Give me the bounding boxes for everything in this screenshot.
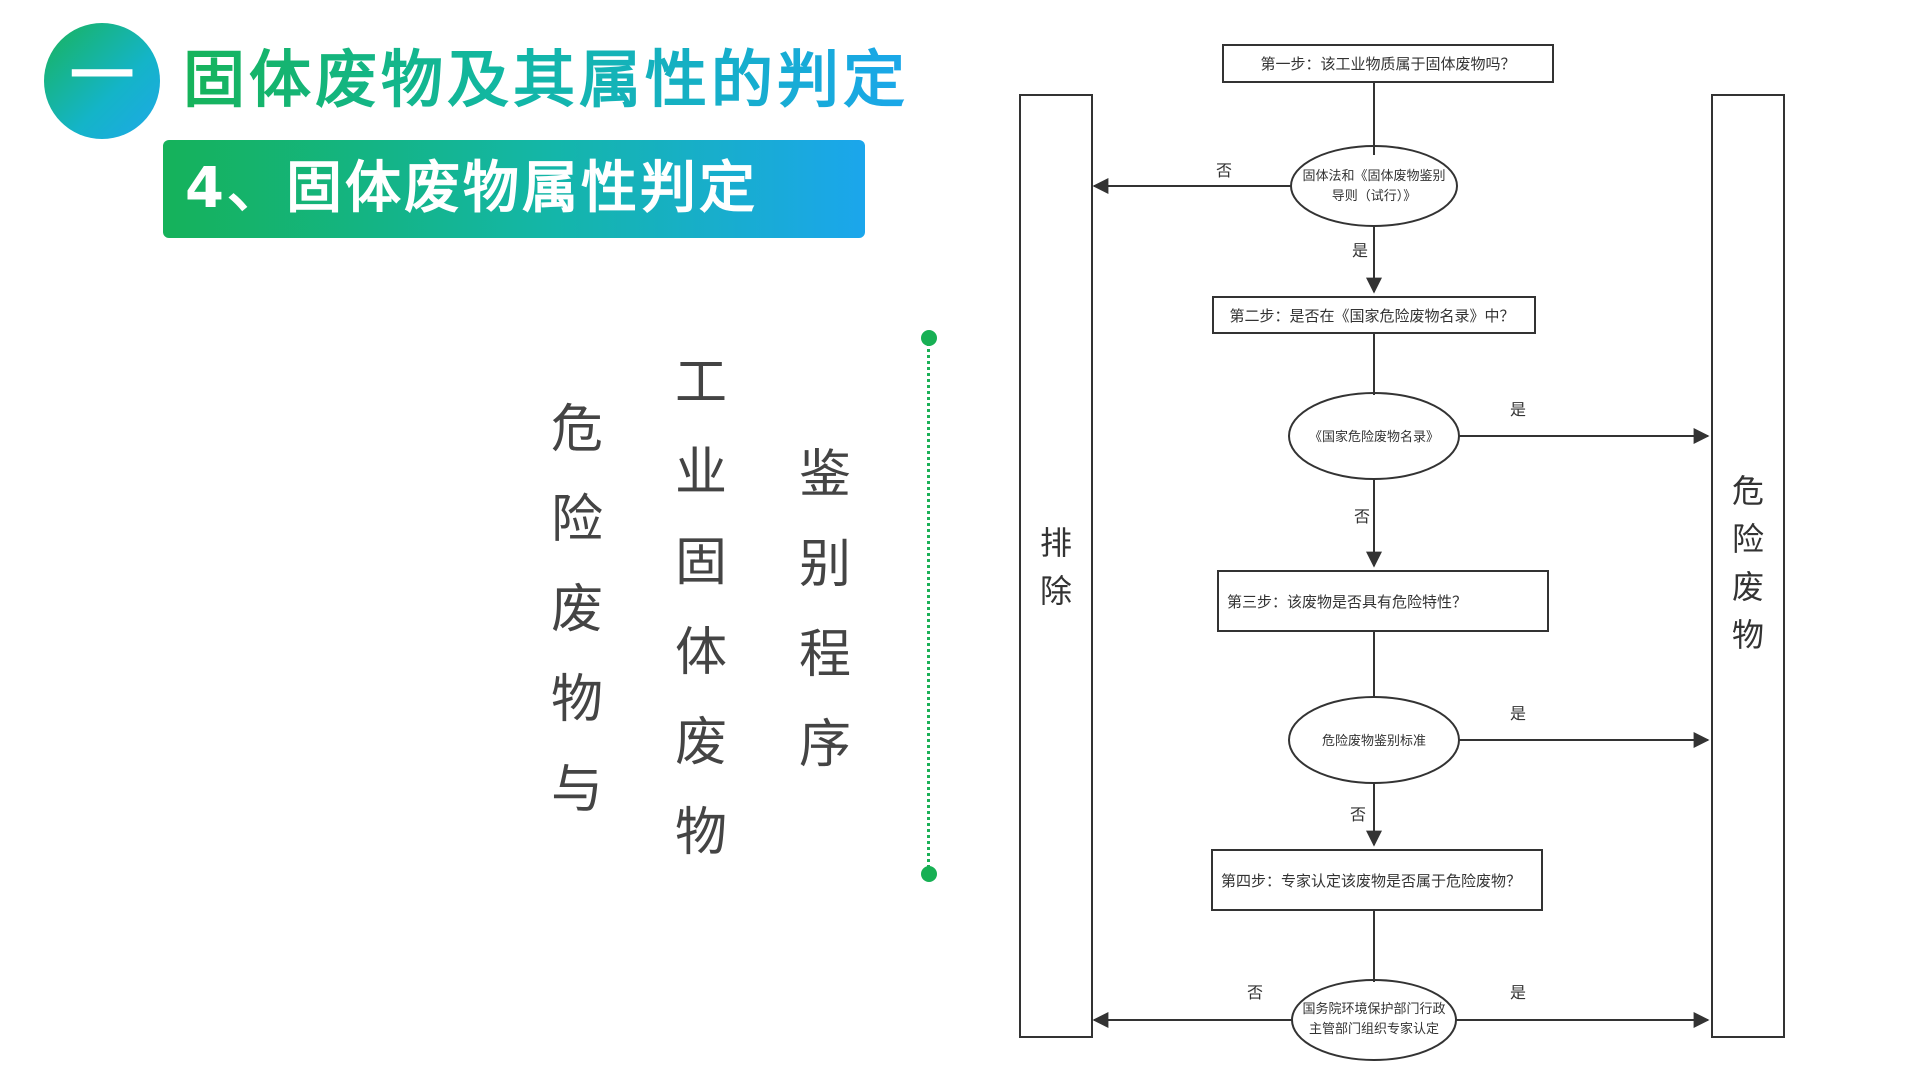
label-yes: 是 xyxy=(1352,241,1368,260)
subtitle-banner: 4、固体废物属性判定 xyxy=(163,140,865,238)
ellipse2-text: 《国家危险废物名录》 xyxy=(1309,429,1439,445)
vertical-char: 与 xyxy=(550,760,603,820)
label-no: 否 xyxy=(1247,983,1263,1002)
vertical-char: 物 xyxy=(674,803,727,863)
ellipse1-line1: 固体法和《固体废物鉴别 xyxy=(1302,168,1445,184)
vertical-char: 废 xyxy=(674,713,727,773)
subtitle-label: 4、固体废物属性判定 xyxy=(185,156,758,221)
label-yes: 是 xyxy=(1510,704,1526,723)
vertical-text-column-1: 危 险 废 物 与 xyxy=(542,385,612,835)
ellipse-1 xyxy=(1290,145,1458,227)
vertical-char: 工 xyxy=(674,353,727,413)
exclude-char: 除 xyxy=(1040,572,1072,610)
vertical-text-column-3: 鉴 别 程 序 xyxy=(790,430,860,790)
vertical-char: 固 xyxy=(674,533,727,593)
vertical-char: 废 xyxy=(550,580,603,640)
hazardous-char: 险 xyxy=(1732,520,1764,558)
label-no: 否 xyxy=(1354,507,1370,526)
label-no: 否 xyxy=(1216,161,1232,180)
step1-text: 第一步：该工业物质属于固体废物吗？ xyxy=(1260,55,1515,73)
ellipse1-line2: 导则（试行）》 xyxy=(1332,189,1417,204)
step4-text: 第四步：专家认定该废物是否属于危险废物？ xyxy=(1221,872,1521,890)
step3-box xyxy=(1217,570,1549,632)
vertical-char: 体 xyxy=(674,623,727,683)
ellipse4-line2: 主管部门组织专家认定 xyxy=(1309,1021,1439,1037)
vertical-char: 险 xyxy=(550,490,603,550)
exclude-char: 排 xyxy=(1040,524,1072,562)
divider-dot-top xyxy=(921,330,937,346)
hazardous-char: 危 xyxy=(1732,472,1764,510)
flowchart: 第一步：该工业物质属于固体废物吗？ 固体法和《固体废物鉴别 导则（试行）》 第二… xyxy=(1019,44,1785,1061)
step2-text: 第二步：是否在《国家危险废物名录》中？ xyxy=(1229,307,1514,325)
ellipse4-line1: 国务院环境保护部门行政 xyxy=(1302,1001,1445,1017)
dotted-divider xyxy=(927,338,930,874)
hazardous-char: 物 xyxy=(1732,616,1764,654)
section-number: 一 xyxy=(70,40,134,114)
section-number-badge: 一 xyxy=(44,23,160,139)
vertical-char: 业 xyxy=(674,443,727,503)
divider-dot-bottom xyxy=(921,866,937,882)
page-title: 固体废物及其属性的判定 xyxy=(183,40,909,120)
label-yes: 是 xyxy=(1510,983,1526,1002)
label-no: 否 xyxy=(1350,805,1366,824)
vertical-text-column-2: 工 业 固 体 废 物 xyxy=(666,338,736,878)
step4-box xyxy=(1211,849,1543,911)
hazardous-char: 废 xyxy=(1732,568,1764,606)
vertical-char: 物 xyxy=(550,670,603,730)
vertical-char: 鉴 xyxy=(798,445,851,505)
hazardous-waste-box xyxy=(1711,94,1785,1038)
step3-text: 第三步：该废物是否具有危险特性？ xyxy=(1227,593,1467,611)
vertical-char: 别 xyxy=(798,535,851,595)
step1-box xyxy=(1222,44,1554,83)
vertical-char: 危 xyxy=(550,400,603,460)
label-yes: 是 xyxy=(1510,400,1526,419)
ellipse-4 xyxy=(1291,979,1457,1061)
ellipse3-text: 危险废物鉴别标准 xyxy=(1322,733,1426,749)
vertical-char: 程 xyxy=(798,625,851,685)
vertical-char: 序 xyxy=(798,715,851,775)
exclude-box xyxy=(1019,94,1093,1038)
